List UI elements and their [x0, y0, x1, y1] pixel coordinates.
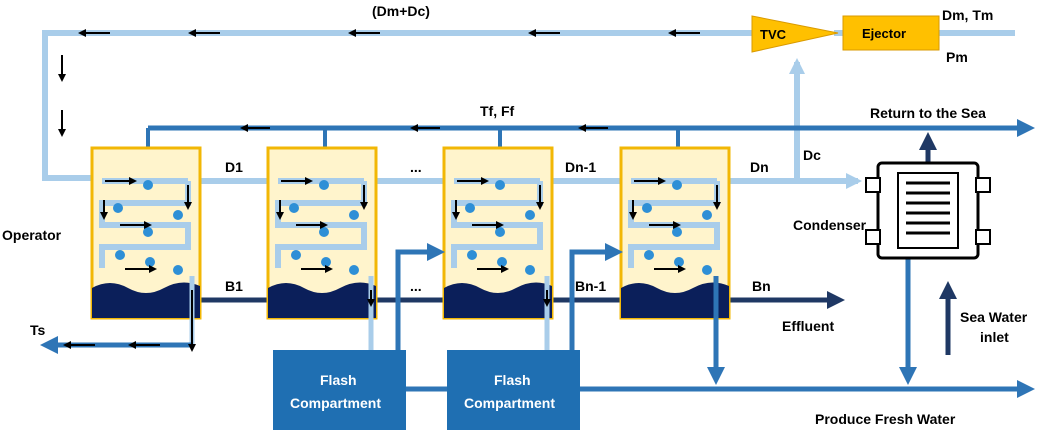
label-bn-1: Bn-1	[575, 278, 606, 294]
label-effluent: Effluent	[782, 318, 834, 334]
label-produce-fresh-water: Produce Fresh Water	[815, 411, 956, 427]
label-dc: Dc	[803, 147, 821, 163]
label-dm-tm: Dm, Tm	[942, 7, 993, 23]
label-condenser: Condenser	[793, 217, 867, 233]
distillate-drains	[40, 276, 725, 385]
label-b1: B1	[225, 278, 243, 294]
label-tf-ff: Tf, Ff	[480, 103, 515, 119]
flash2-line2: Compartment	[464, 395, 555, 411]
flash1-line2: Compartment	[290, 395, 381, 411]
condenser	[865, 132, 991, 385]
label-ts: Ts	[30, 322, 46, 338]
flash-vapor-lines	[395, 243, 623, 350]
label-dots-top: ...	[410, 159, 422, 175]
flash1-line1: Flash	[320, 372, 357, 388]
flash2-line1: Flash	[494, 372, 531, 388]
label-ejector: Ejector	[862, 26, 906, 41]
flash-compartment-2	[447, 350, 580, 430]
label-pm: Pm	[946, 49, 968, 65]
effect-flow-arrows	[100, 177, 721, 273]
feed-line	[130, 119, 1035, 159]
label-dn-1: Dn-1	[565, 159, 596, 175]
label-bn: Bn	[752, 278, 771, 294]
ejector-box	[842, 15, 940, 51]
effect-droplets	[113, 180, 712, 275]
label-dn: Dn	[750, 159, 769, 175]
flash-compartment-1	[273, 350, 406, 430]
label-d1: D1	[225, 159, 243, 175]
label-sea-water-1: Sea Water	[960, 309, 1028, 325]
label-dm-dc: (Dm+Dc)	[372, 3, 430, 19]
label-dots-bottom: ...	[410, 278, 422, 294]
label-sea-water-2: inlet	[980, 329, 1009, 345]
label-operator: Operator	[2, 227, 62, 243]
tvc-compressor	[751, 15, 839, 53]
vapor-return-line	[42, 29, 752, 181]
label-return-to-sea: Return to the Sea	[870, 105, 986, 121]
label-tvc: TVC	[760, 27, 787, 42]
